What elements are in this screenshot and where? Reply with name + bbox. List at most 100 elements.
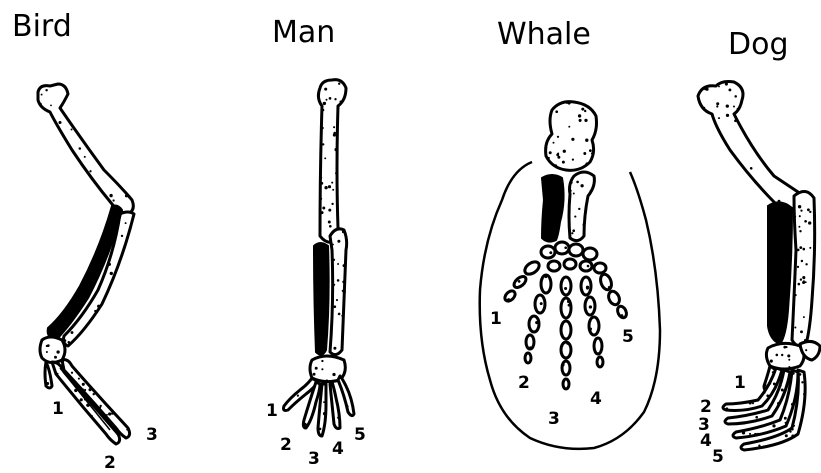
stipple-dot (800, 209, 802, 211)
stipple-dot (317, 94, 320, 97)
stipple-dot (315, 380, 318, 383)
stipple-dot (568, 101, 571, 104)
stipple-dot (71, 129, 73, 131)
stipple-dot (576, 181, 579, 184)
stipple-dot (789, 430, 791, 432)
stipple-dot (752, 402, 754, 404)
stipple-dot (328, 221, 331, 224)
dog-leg (698, 82, 820, 451)
stipple-dot (549, 151, 552, 154)
stipple-dot (791, 428, 794, 431)
stipple-dot (329, 225, 332, 228)
stipple-dot (781, 354, 783, 356)
stipple-dot (728, 88, 731, 91)
stipple-dot (716, 102, 719, 105)
stipple-dot (794, 216, 796, 218)
stipple-dot (333, 347, 336, 350)
stipple-dot (322, 143, 324, 145)
stipple-dot (326, 99, 328, 101)
stipple-dot (758, 445, 760, 447)
stipple-dot (332, 189, 334, 191)
bird-digit-label-2: 2 (104, 453, 116, 473)
stipple-dot (86, 404, 89, 407)
stipple-dot (585, 162, 588, 165)
man-arm (284, 80, 355, 436)
stipple-dot (64, 339, 67, 342)
stipple-dot (587, 265, 590, 268)
stipple-dot (808, 221, 811, 224)
stipple-dot (801, 381, 803, 383)
stipple-dot (343, 264, 346, 267)
stipple-dot (571, 138, 574, 141)
whale-humerus (546, 102, 597, 171)
stipple-dot (807, 208, 810, 211)
stipple-dot (342, 281, 345, 284)
stipple-dot (737, 108, 739, 110)
whale-carpals (541, 242, 606, 273)
stipple-dot (797, 249, 800, 252)
stipple-dot (56, 373, 58, 375)
stipple-dot (341, 315, 343, 317)
stipple-dot (794, 294, 796, 296)
stipple-dot (567, 300, 570, 303)
stipple-dot (315, 367, 318, 370)
bird-radius (64, 212, 135, 346)
stipple-dot (81, 388, 84, 391)
stipple-dot (529, 346, 531, 348)
stipple-dot (564, 287, 567, 290)
stipple-dot (324, 186, 327, 189)
stipple-dot (734, 120, 737, 123)
stipple-dot (589, 305, 592, 308)
stipple-dot (71, 372, 73, 374)
stipple-dot (556, 153, 559, 156)
stipple-dot (94, 310, 96, 312)
dog-digit-label-5: 5 (712, 447, 724, 467)
stipple-dot (328, 209, 331, 212)
stipple-dot (56, 360, 59, 363)
stipple-dot (584, 119, 587, 122)
stipple-dot (754, 433, 757, 436)
stipple-dot (579, 119, 582, 122)
stipple-dot (545, 276, 548, 279)
stipple-dot (112, 199, 114, 201)
stipple-dot (589, 190, 591, 192)
stipple-dot (125, 194, 128, 197)
stipple-dot (704, 88, 706, 90)
stipple-dot (56, 350, 59, 353)
stipple-dot (773, 382, 776, 385)
stipple-dot (800, 330, 803, 333)
whale-digit-label-1: 1 (490, 309, 502, 329)
stipple-dot (799, 373, 802, 376)
stipple-dot (803, 316, 805, 318)
man-humerus (318, 80, 346, 243)
stipple-dot (805, 349, 807, 351)
stipple-dot (50, 105, 52, 107)
stipple-dot (791, 403, 794, 406)
stipple-dot (726, 104, 729, 107)
stipple-dot (562, 161, 565, 164)
stipple-dot (334, 148, 337, 151)
stipple-dot (125, 222, 127, 224)
stipple-dot (749, 401, 752, 404)
stipple-dot (58, 121, 61, 124)
stipple-dot (785, 434, 788, 437)
stipple-dot (82, 383, 85, 386)
stipple-dot (322, 109, 325, 112)
stipple-dot (78, 378, 80, 380)
stipple-dot (340, 101, 342, 103)
stipple-dot (116, 433, 118, 435)
stipple-dot (325, 379, 328, 382)
stipple-dot (320, 198, 322, 200)
stipple-dot (89, 170, 91, 172)
stipple-dot (324, 88, 327, 91)
stipple-dot (548, 157, 550, 159)
whale-digit-5 (599, 273, 629, 319)
stipple-dot (91, 388, 93, 390)
stipple-dot (583, 223, 586, 226)
stipple-dot (568, 304, 571, 307)
man-finger-label-1: 1 (266, 401, 278, 421)
stipple-dot (47, 344, 50, 347)
stipple-dot (333, 133, 336, 136)
stipple-dot (79, 147, 82, 150)
stipple-dot (571, 232, 573, 234)
